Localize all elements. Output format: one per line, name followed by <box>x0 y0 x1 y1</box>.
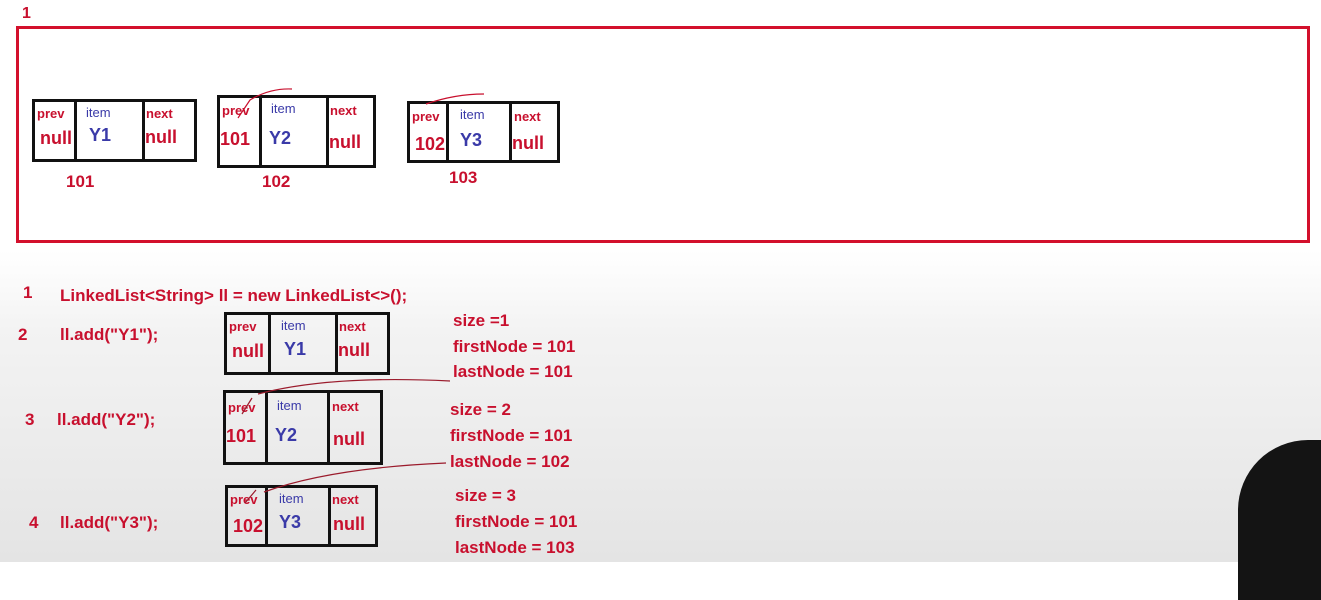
item-label: item <box>86 105 111 120</box>
next-value: null <box>333 514 365 534</box>
item-label: item <box>460 107 485 122</box>
next-value: null <box>338 340 370 360</box>
node-address: 102 <box>262 172 291 191</box>
item-value: Y2 <box>269 128 292 148</box>
next-label: next <box>339 319 366 334</box>
prev-value: null <box>40 128 72 148</box>
prev-cell: prev 101 <box>220 98 262 165</box>
item-label: item <box>279 491 304 506</box>
prev-cell: prev null <box>227 315 271 372</box>
last-node-value: lastNode = 101 <box>453 362 573 381</box>
next-label: next <box>330 103 357 118</box>
first-node-value: firstNode = 101 <box>455 512 578 531</box>
linked-list-node: prev 101 item Y2 next null <box>217 95 376 168</box>
prev-value: null <box>232 341 264 361</box>
item-cell: item Y2 <box>259 98 329 165</box>
prev-cell: prev 102 <box>228 488 270 544</box>
next-cell: next null <box>325 488 375 544</box>
linked-list-node: prev 102 item Y3 next null <box>225 485 378 547</box>
item-cell: item Y3 <box>265 488 331 544</box>
next-cell: next null <box>323 98 373 165</box>
step-number: 4 <box>29 513 39 532</box>
prev-cell: prev 101 <box>226 393 268 462</box>
size-value: size =1 <box>453 311 510 330</box>
size-value: size = 3 <box>455 486 516 505</box>
next-cell: next null <box>506 104 557 160</box>
item-label: item <box>277 398 302 413</box>
item-value: Y1 <box>284 339 307 359</box>
first-node-value: firstNode = 101 <box>450 426 573 445</box>
prev-value: 101 <box>226 426 257 446</box>
step-number: 2 <box>18 325 28 344</box>
prev-label: prev <box>229 319 257 334</box>
linked-list-node: prev null item Y1 next null <box>224 312 390 375</box>
linked-list-node: prev 102 item Y3 next null <box>407 101 560 163</box>
linked-list-node: prev null item Y1 next null <box>32 99 197 162</box>
prev-value: 102 <box>415 134 446 154</box>
prev-label: prev <box>412 109 440 124</box>
step-number: 3 <box>25 410 35 429</box>
next-cell: next null <box>332 315 387 372</box>
code-line: LinkedList<String> ll = new LinkedList<>… <box>60 286 408 305</box>
item-value: Y2 <box>275 425 298 445</box>
prev-label: prev <box>228 400 256 415</box>
next-label: next <box>146 106 173 121</box>
code-line: ll.add("Y3"); <box>60 513 159 532</box>
last-node-value: lastNode = 103 <box>455 538 575 557</box>
item-cell: item Y1 <box>268 315 338 372</box>
memory-diagram-frame <box>16 26 1310 243</box>
node-address: 103 <box>449 168 478 187</box>
item-label: item <box>271 101 296 116</box>
next-label: next <box>514 109 541 124</box>
linked-list-node: prev 101 item Y2 next null <box>223 390 383 465</box>
presenter-silhouette <box>1238 440 1321 600</box>
item-value: Y1 <box>89 125 112 145</box>
node-address: 101 <box>66 172 95 191</box>
next-label: next <box>332 399 359 414</box>
next-cell: next null <box>324 393 380 462</box>
next-value: null <box>145 127 177 147</box>
next-cell: next null <box>139 102 194 159</box>
item-value: Y3 <box>460 130 483 150</box>
next-value: null <box>512 133 544 153</box>
code-line: ll.add("Y1"); <box>60 325 159 344</box>
last-node-value: lastNode = 102 <box>450 452 570 471</box>
first-node-value: firstNode = 101 <box>453 337 576 356</box>
prev-cell: prev 102 <box>410 104 452 160</box>
item-cell: item Y3 <box>446 104 512 160</box>
prev-label: prev <box>230 492 258 507</box>
prev-label: prev <box>222 103 250 118</box>
prev-cell: prev null <box>35 102 77 159</box>
prev-value: 101 <box>220 129 251 149</box>
prev-label: prev <box>37 106 65 121</box>
item-cell: item Y2 <box>265 393 330 462</box>
item-value: Y3 <box>279 512 302 532</box>
prev-value: 102 <box>233 516 264 536</box>
next-label: next <box>332 492 359 507</box>
top-step-number: 1 <box>22 5 31 22</box>
item-cell: item Y1 <box>74 102 145 159</box>
size-value: size = 2 <box>450 400 511 419</box>
next-value: null <box>329 132 361 152</box>
step-number: 1 <box>23 283 33 302</box>
code-line: ll.add("Y2"); <box>57 410 156 429</box>
item-label: item <box>281 318 306 333</box>
next-value: null <box>333 429 365 449</box>
